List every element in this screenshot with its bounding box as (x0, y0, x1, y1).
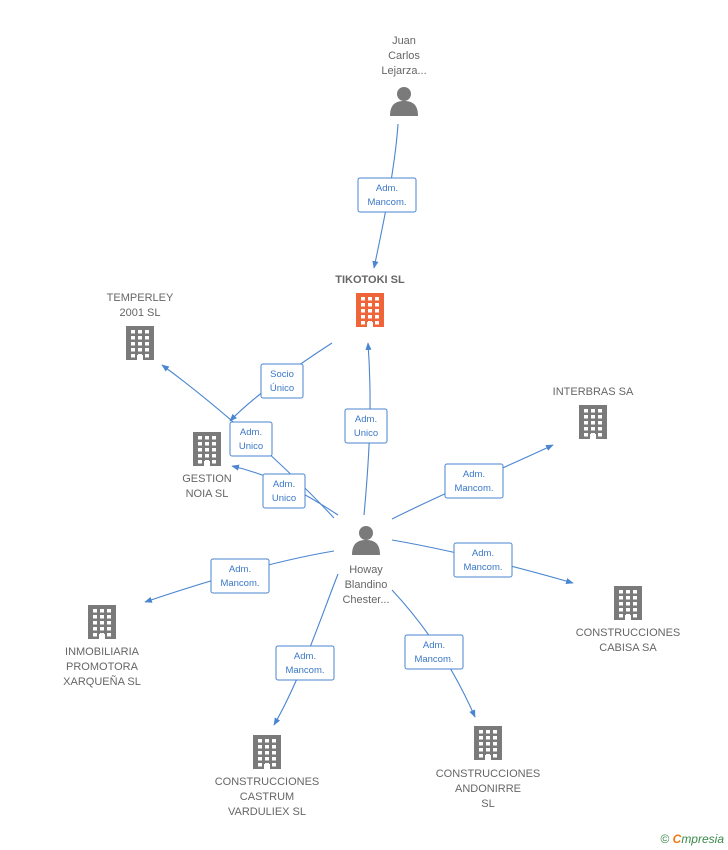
node-label: XARQUEÑA SL (63, 675, 141, 688)
edge-howay-interbras: Adm. Mancom. (391, 444, 554, 520)
edge-label-text: Adm. (376, 183, 398, 194)
node-label: ANDONIRRE (455, 783, 521, 795)
edge-label-text: Adm. (423, 640, 445, 651)
node-tikotoki[interactable]: TIKOTOKI SL (335, 274, 405, 327)
node-label: CONSTRUCCIONES (436, 768, 541, 780)
node-andonirre[interactable]: CONSTRUCCIONES ANDONIRRE SL (436, 726, 541, 810)
node-label: 2001 SL (120, 307, 161, 319)
node-howay[interactable]: HowayBlandinoChester... (342, 526, 390, 606)
edge-howay-cabisa: Adm. Mancom. (391, 539, 574, 585)
edge-howay-gestion: Adm. Unico (231, 464, 339, 516)
edge-juan-tikotoki: Adm. Mancom. (357, 123, 417, 269)
node-label: CONSTRUCCIONES (576, 627, 681, 639)
edge-label-box[interactable] (275, 645, 335, 681)
node-label: GESTION (182, 473, 232, 485)
person-icon (352, 526, 380, 555)
node-interbras[interactable]: INTERBRAS SA (553, 386, 634, 439)
copyright-symbol: © (660, 832, 670, 846)
building-icon (253, 735, 281, 769)
node-label: CONSTRUCCIONES (215, 776, 320, 788)
edge-label-text: Adm. (355, 414, 377, 425)
node-label: SL (481, 798, 494, 810)
edge-label-box[interactable] (404, 634, 464, 670)
building-icon (356, 293, 384, 327)
edge-label-text: Adm. (463, 469, 485, 480)
node-label: Lejarza... (381, 65, 426, 77)
edge-howay-temperley: Adm. Unico (161, 364, 335, 519)
edge-label-text: Adm. (240, 427, 262, 438)
edge-howay-tikotoki: Adm. Unico (344, 342, 388, 516)
edge-label-text: Mancom. (463, 562, 502, 573)
building-icon (474, 726, 502, 760)
node-cabisa[interactable]: CONSTRUCCIONES CABISA SA (576, 586, 681, 654)
node-label: Howay (349, 564, 383, 576)
edge-label-text: Mancom. (367, 197, 406, 208)
node-label: PROMOTORA (66, 661, 139, 673)
node-gestion[interactable]: GESTION NOIA SL (182, 432, 232, 500)
edge-howay-inmobiliaria: Adm. Mancom. (144, 550, 335, 603)
edge-label-box[interactable] (444, 463, 504, 499)
edge-label-text: Adm. (472, 548, 494, 559)
node-juan[interactable]: JuanCarlosLejarza... (381, 35, 427, 116)
edge-label-box[interactable] (453, 542, 513, 578)
edge-label-text: Adm. (229, 564, 251, 575)
edge-label-text: Mancom. (454, 483, 493, 494)
building-icon (193, 432, 221, 466)
edge-label-text: Adm. (273, 479, 295, 490)
node-label: VARDULIEX SL (228, 806, 306, 818)
node-temperley[interactable]: TEMPERLEY 2001 SL (107, 292, 174, 360)
edge-label-text: Unico (272, 493, 296, 504)
building-icon (126, 326, 154, 360)
node-label: INMOBILIARIA (65, 646, 140, 658)
edge-label-box[interactable] (357, 177, 417, 213)
edge-howay-castrum: Adm. Mancom. (273, 573, 339, 726)
empresia-logo: © Cmpresia (660, 832, 724, 846)
edge-label-text: Único (270, 383, 294, 394)
building-icon (88, 605, 116, 639)
edge-label-text: Unico (239, 441, 263, 452)
edge-label-box[interactable] (260, 363, 304, 399)
node-label: CASTRUM (240, 791, 294, 803)
node-label: NOIA SL (186, 488, 229, 500)
brand-name: mpresia (681, 832, 724, 846)
node-label: TIKOTOKI SL (335, 274, 405, 286)
node-label: INTERBRAS SA (553, 386, 634, 398)
brand-initial: C (672, 832, 682, 846)
edge-label-box[interactable] (229, 421, 273, 457)
edges-layer: Adm.Mancom.SocioÚnicoAdm.UnicoAdm.UnicoA… (144, 123, 574, 726)
edge-label-text: Adm. (294, 651, 316, 662)
node-inmobiliaria[interactable]: INMOBILIARIA PROMOTORA XARQUEÑA SL (63, 605, 141, 688)
node-label: Blandino (345, 579, 388, 591)
edge-label-text: Mancom. (285, 665, 324, 676)
node-castrum[interactable]: CONSTRUCCIONES CASTRUM VARDULIEX SL (215, 735, 320, 818)
person-icon (390, 87, 418, 116)
node-label: Carlos (388, 50, 420, 62)
node-label: CABISA SA (599, 642, 657, 654)
node-label: TEMPERLEY (107, 292, 174, 304)
edge-label-text: Mancom. (414, 654, 453, 665)
building-icon (614, 586, 642, 620)
edge-label-box[interactable] (210, 558, 270, 594)
edge-label-text: Mancom. (220, 578, 259, 589)
edge-label-box[interactable] (344, 408, 388, 444)
edge-howay-andonirre: Adm. Mancom. (391, 589, 476, 718)
node-label: Juan (392, 35, 416, 47)
edge-label-text: Unico (354, 428, 378, 439)
edge-label-text: Socio (270, 369, 294, 380)
edge-label-box[interactable] (262, 473, 306, 509)
node-label: Chester... (342, 594, 389, 606)
building-icon (579, 405, 607, 439)
